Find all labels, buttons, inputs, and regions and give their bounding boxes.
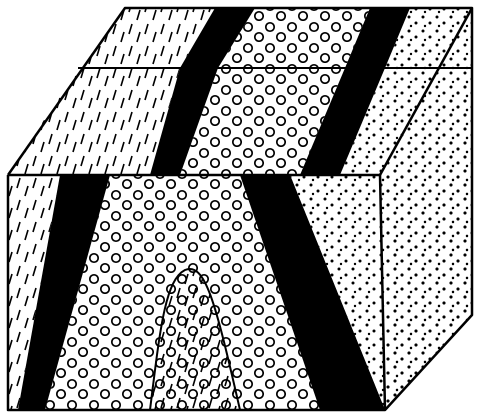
top-outermost-band-left: [8, 68, 180, 175]
